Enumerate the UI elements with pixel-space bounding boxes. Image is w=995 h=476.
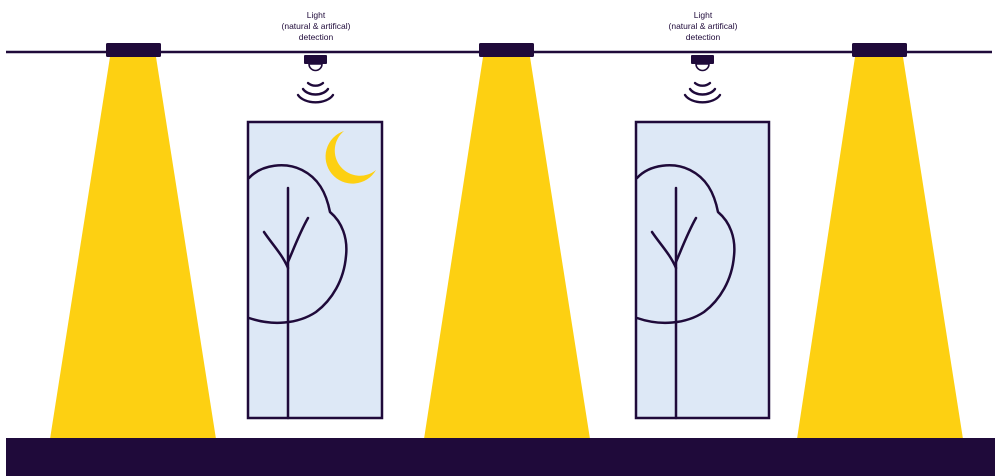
- ceiling-light-icon: [106, 43, 161, 57]
- light-sensor-icon: [298, 55, 333, 102]
- light-beam-1: [50, 57, 216, 439]
- sensor-1-label-line1: Light: [246, 10, 386, 21]
- light-beam-3: [797, 57, 963, 439]
- sensor-1-label: Light (natural & artifical) detection: [246, 10, 386, 43]
- window-2: [636, 122, 769, 418]
- ceiling-light-icon: [479, 43, 534, 57]
- sensor-2-label: Light (natural & artifical) detection: [633, 10, 773, 43]
- window-1: [248, 122, 382, 418]
- sensor-1-label-line2: (natural & artifical): [246, 21, 386, 32]
- light-sensor-icon: [685, 55, 720, 102]
- ceiling-light-icon: [852, 43, 907, 57]
- sensor-2-label-line3: detection: [633, 32, 773, 43]
- light-beam-2: [424, 57, 590, 439]
- floor: [6, 438, 995, 476]
- sensor-1-label-line3: detection: [246, 32, 386, 43]
- sensor-2-label-line2: (natural & artifical): [633, 21, 773, 32]
- sensor-2-label-line1: Light: [633, 10, 773, 21]
